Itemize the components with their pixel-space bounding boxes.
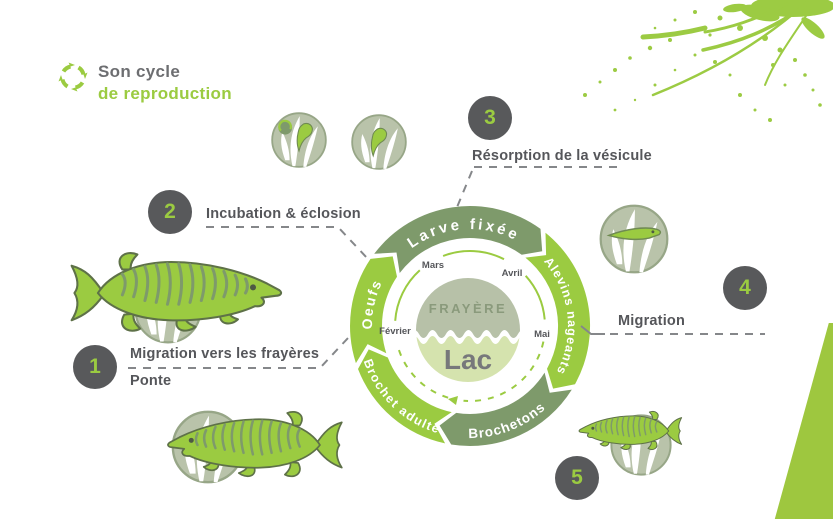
step-number: 4 <box>739 276 751 299</box>
corner-wedge-decoration <box>774 323 833 519</box>
title-line-2: de reproduction <box>98 84 232 103</box>
label-migration-frayeres: Migration vers les frayères <box>130 346 320 362</box>
fry-icon <box>606 227 662 241</box>
paint-splatter-decoration <box>583 0 833 122</box>
step-marker-4: 4 <box>723 266 767 310</box>
step-marker-3: 3 <box>468 96 512 140</box>
label-incubation-eclosion: Incubation & éclosion <box>206 206 361 222</box>
adult-pike-illustration-bottom <box>150 406 362 484</box>
frayere-label: FRAYÈRE <box>429 301 507 316</box>
reproduction-cycle-diagram: FRAYÈRE Lac Mars Avril Mai Février Oeufs… <box>350 206 591 446</box>
label-migration: Migration <box>618 313 686 329</box>
larva-icon <box>296 122 313 153</box>
egg-icon <box>278 120 293 135</box>
step-marker-5: 5 <box>555 456 599 500</box>
label-ponte: Ponte <box>130 373 172 389</box>
step-number: 2 <box>164 200 176 223</box>
adult-pike-illustration-top <box>62 246 288 340</box>
larva-circle-icon <box>350 113 408 171</box>
lac-label: Lac <box>444 344 492 375</box>
step-number: 1 <box>89 355 101 378</box>
month-mars: Mars <box>422 260 444 271</box>
month-mai: Mai <box>534 329 550 340</box>
title-line-1: Son cycle <box>98 62 181 81</box>
cycle-direction-arrow-icon <box>448 396 458 405</box>
swimming-fry-circle-icon <box>598 203 670 275</box>
cycle-arrows-icon <box>58 62 88 92</box>
cycle-ring <box>350 206 591 446</box>
egg-and-larva-circle-icon <box>270 111 328 169</box>
step-marker-2: 2 <box>148 190 192 234</box>
center-lake-circle: FRAYÈRE Lac <box>416 278 520 382</box>
step-number: 3 <box>484 106 496 129</box>
month-fevrier: Février <box>379 326 411 337</box>
inner-month-ring <box>394 250 546 402</box>
label-resorption-vesicule: Résorption de la vésicule <box>472 148 652 164</box>
page-title: Son cycle de reproduction <box>58 62 232 104</box>
step-number: 5 <box>571 466 583 489</box>
step-marker-1: 1 <box>73 345 117 389</box>
larva-icon <box>370 127 388 158</box>
month-avril: Avril <box>502 268 523 279</box>
